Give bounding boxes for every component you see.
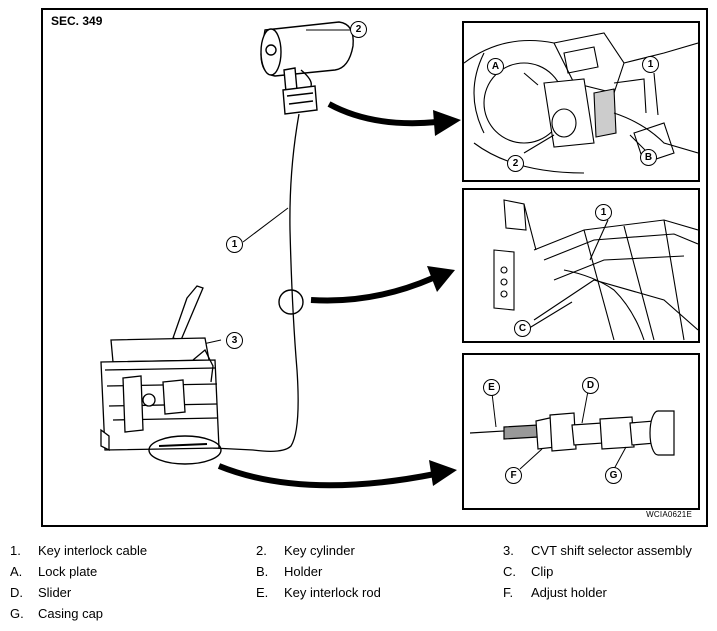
arrow-to-inset-2 <box>310 275 435 304</box>
callout-inset1-b: B <box>640 149 657 166</box>
cable-detail-circle <box>278 289 304 315</box>
section-label: SEC. 349 <box>51 14 103 28</box>
arrow-to-inset-3 <box>217 463 436 489</box>
callout-inset1-a: A <box>487 58 504 75</box>
callout-selector: 3 <box>226 332 243 349</box>
interlock-cable <box>212 113 300 452</box>
callout-inset1-2: 2 <box>507 155 524 172</box>
callout-inset3-e: E <box>483 379 500 396</box>
key-cylinder-drawing <box>260 21 354 115</box>
callout-key-cylinder: 2 <box>350 21 367 38</box>
main-drawing <box>100 21 461 489</box>
inset-key-cylinder: A 1 2 B <box>462 21 700 182</box>
shift-selector-drawing <box>100 285 220 452</box>
callout-inset2-c: C <box>514 320 531 337</box>
arrow-to-inset-1 <box>327 101 438 127</box>
callout-cable: 1 <box>226 236 243 253</box>
diagram-figure: SEC. 349 2 1 3 A 1 <box>41 8 708 527</box>
inset-adjuster-detail: E D F G <box>462 353 700 510</box>
selector-detail-ellipse <box>148 435 222 465</box>
callout-inset1-1: 1 <box>642 56 659 73</box>
figure-code: WCIA0621E <box>646 510 692 519</box>
inset-cable-routing: 1 C <box>462 188 700 343</box>
callout-inset2-1: 1 <box>595 204 612 221</box>
callout-inset3-d: D <box>582 377 599 394</box>
callout-inset3-g: G <box>605 467 622 484</box>
callout-inset3-f: F <box>505 467 522 484</box>
